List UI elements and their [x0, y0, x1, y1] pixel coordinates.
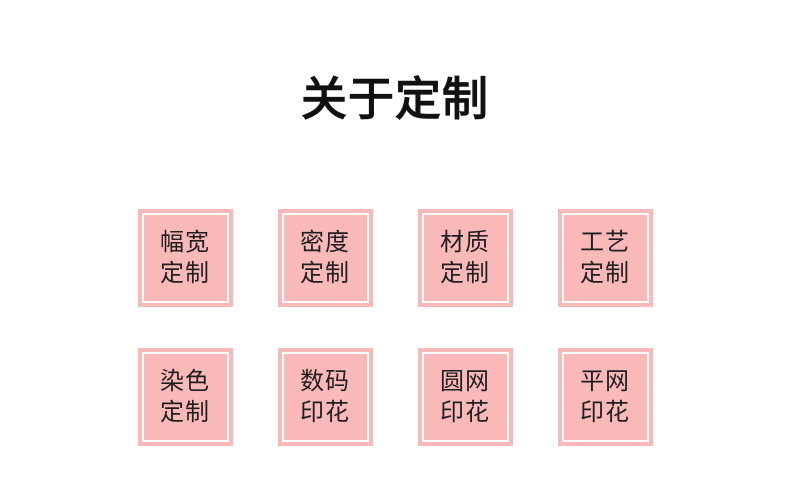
tile-label-line2: 印花 [300, 399, 350, 427]
tile-row-1: 幅宽 定制 密度 定制 材质 定制 工艺 定制 [0, 209, 790, 308]
tile-label-line1: 幅宽 [160, 229, 210, 257]
tile-label-line2: 印花 [580, 399, 630, 427]
tile-inner-frame: 染色 定制 [141, 352, 229, 443]
tile-row-2: 染色 定制 数码 印花 圆网 印花 平网 印花 [0, 348, 790, 447]
tile-label-line1: 染色 [160, 368, 210, 396]
tile-label-line2: 定制 [160, 260, 210, 288]
tile-label-line2: 定制 [580, 260, 630, 288]
tile-inner-frame: 材质 定制 [421, 213, 509, 304]
tile-label-line1: 工艺 [580, 229, 630, 257]
tile-label-line1: 圆网 [440, 368, 490, 396]
customization-grid: 幅宽 定制 密度 定制 材质 定制 工艺 定制 染色 [0, 209, 790, 447]
tile-density-custom: 密度 定制 [277, 209, 373, 308]
tile-label-line1: 密度 [300, 229, 350, 257]
tile-label-line1: 平网 [580, 368, 630, 396]
tile-dyeing-custom: 染色 定制 [137, 348, 233, 447]
tile-inner-frame: 密度 定制 [281, 213, 369, 304]
tile-digital-print: 数码 印花 [277, 348, 373, 447]
page-title: 关于定制 [301, 74, 489, 125]
tile-label-line2: 定制 [300, 260, 350, 288]
tile-label-line2: 印花 [440, 399, 490, 427]
tile-craft-custom: 工艺 定制 [557, 209, 653, 308]
tile-inner-frame: 数码 印花 [281, 352, 369, 443]
tile-rotary-screen-print: 圆网 印花 [417, 348, 513, 447]
tile-label-line2: 定制 [160, 399, 210, 427]
tile-inner-frame: 幅宽 定制 [141, 213, 229, 304]
tile-inner-frame: 圆网 印花 [421, 352, 509, 443]
tile-material-custom: 材质 定制 [417, 209, 513, 308]
tile-label-line1: 材质 [440, 229, 490, 257]
tile-width-custom: 幅宽 定制 [137, 209, 233, 308]
tile-inner-frame: 平网 印花 [561, 352, 649, 443]
tile-flat-screen-print: 平网 印花 [557, 348, 653, 447]
tile-label-line2: 定制 [440, 260, 490, 288]
tile-inner-frame: 工艺 定制 [561, 213, 649, 304]
tile-label-line1: 数码 [300, 368, 350, 396]
